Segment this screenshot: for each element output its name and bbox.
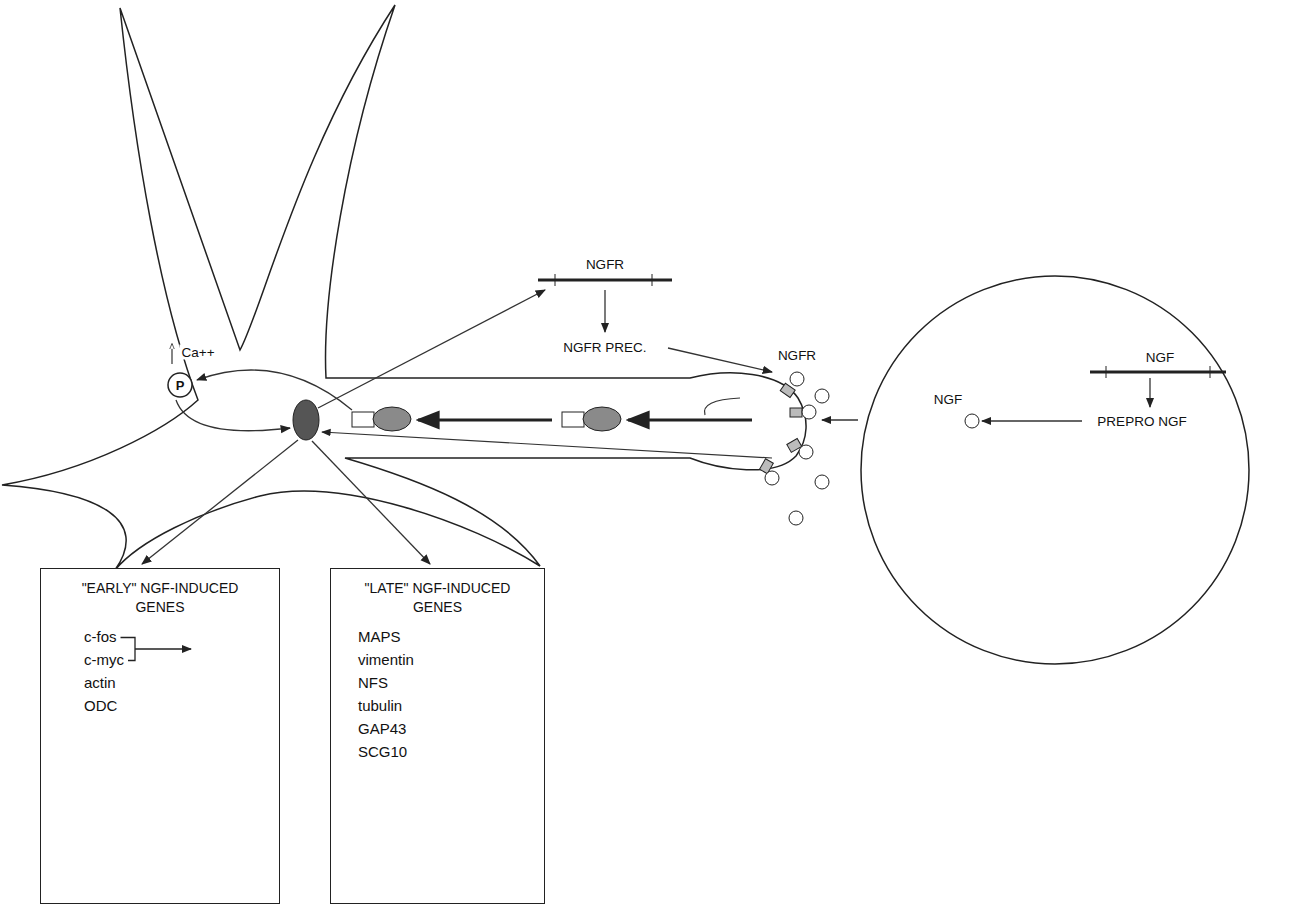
gene-name: c-myc xyxy=(49,648,271,671)
arrow xyxy=(604,290,605,332)
circle-shape xyxy=(861,276,1249,664)
gene-name: c-fos xyxy=(49,625,271,648)
gene-label: NGFR PREC. xyxy=(561,340,648,355)
gene-tick xyxy=(652,274,653,286)
nucleus xyxy=(293,400,319,440)
arrow xyxy=(197,370,352,410)
arrow xyxy=(171,344,172,364)
molecule-label: PREPRO NGF xyxy=(1097,414,1186,429)
arrow xyxy=(176,400,290,431)
circle-outline xyxy=(860,275,1250,665)
molecule-label: NGF xyxy=(934,392,963,407)
vesicle-receptor xyxy=(352,412,374,427)
circle-shape xyxy=(168,373,192,397)
gene-name: NFS xyxy=(339,671,536,694)
gene-box: "LATE" NGF-INDUCED GENES MAPSvimentinNFSt… xyxy=(330,568,545,904)
arrow xyxy=(822,419,858,420)
arrow xyxy=(982,420,1082,421)
bracket xyxy=(41,569,281,905)
molecule-label: NGF xyxy=(1146,350,1175,365)
arrow xyxy=(704,398,740,415)
bracket-arrow xyxy=(135,648,191,649)
gene-name: actin xyxy=(49,671,271,694)
phosphorylation-circle: P xyxy=(167,372,193,398)
vesicle xyxy=(373,407,411,431)
receptors xyxy=(760,372,829,525)
gene-name: SCG10 xyxy=(339,740,536,763)
arrow xyxy=(312,441,430,564)
gene-label: NGFR xyxy=(584,257,626,272)
arrow xyxy=(668,348,772,372)
ngf-molecule xyxy=(965,414,979,428)
box-heading: "EARLY" NGF-INDUCED GENES xyxy=(73,579,248,617)
gene-name: tubulin xyxy=(339,694,536,717)
gene-label: NGFR xyxy=(776,348,818,363)
gene-bar xyxy=(1090,371,1226,374)
ion-label: Ca++ xyxy=(179,345,216,360)
arrow xyxy=(322,432,772,458)
arrow xyxy=(318,290,545,408)
vesicle xyxy=(583,407,621,431)
gene-box: "EARLY" NGF-INDUCED GENES c-fosc-mycactin… xyxy=(40,568,280,904)
neuron-outline xyxy=(2,5,806,570)
gene-tick xyxy=(1106,366,1107,378)
vesicle-receptor xyxy=(562,412,584,427)
gene-tick xyxy=(555,274,556,286)
gene-name: ODC xyxy=(49,694,271,717)
arrow xyxy=(1149,378,1150,407)
transport-arrow xyxy=(628,419,752,422)
gene-name: GAP43 xyxy=(339,717,536,740)
gene-name: vimentin xyxy=(339,648,536,671)
transport-arrow xyxy=(418,419,552,422)
arrow xyxy=(142,440,298,564)
gene-tick xyxy=(1210,366,1211,378)
symbol-letter: P xyxy=(176,378,185,393)
box-heading: "LATE" NGF-INDUCED GENES xyxy=(363,579,513,617)
target-cell: NGF PREPRO NGF NGF xyxy=(860,275,1250,665)
gene-name: MAPS xyxy=(339,625,536,648)
